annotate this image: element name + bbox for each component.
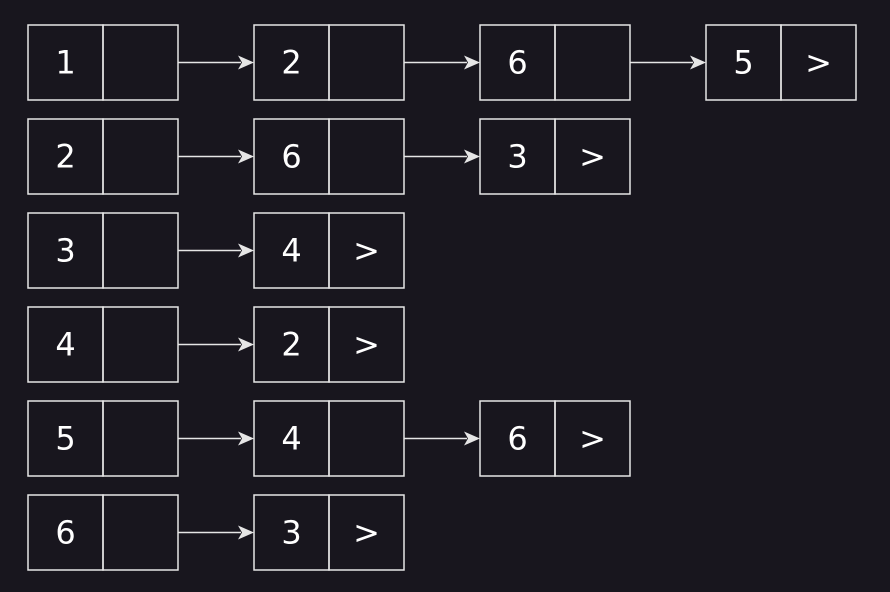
pointer-cell — [554, 24, 631, 101]
node-value: 6 — [507, 420, 527, 458]
pointer-cell — [780, 24, 857, 101]
list-node: 4 — [253, 400, 405, 477]
pointer-cell — [328, 212, 405, 289]
pointer-cell — [554, 118, 631, 195]
node-value: 3 — [55, 232, 75, 270]
list-node: 6 — [479, 24, 631, 101]
next-pointer-arrow — [404, 431, 480, 446]
head-node: 5 — [27, 400, 179, 477]
null-pointer-marker: > — [353, 326, 380, 364]
pointer-cell — [102, 24, 179, 101]
null-pointer-marker: > — [353, 514, 380, 552]
list-node: 3> — [253, 494, 405, 571]
node-value: 4 — [55, 326, 75, 364]
node-value: 5 — [55, 420, 75, 458]
list-node: 5> — [705, 24, 857, 101]
head-node: 3 — [27, 212, 179, 289]
pointer-cell — [102, 212, 179, 289]
pointer-cell — [328, 494, 405, 571]
list-node: 2> — [253, 306, 405, 383]
node-value: 2 — [281, 44, 301, 82]
next-pointer-arrow — [178, 149, 254, 164]
null-pointer-marker: > — [353, 232, 380, 270]
null-pointer-marker: > — [805, 44, 832, 82]
list-node: 4> — [253, 212, 405, 289]
next-pointer-arrow — [404, 55, 480, 70]
null-pointer-marker: > — [579, 138, 606, 176]
next-pointer-arrow — [178, 55, 254, 70]
node-value: 4 — [281, 420, 301, 458]
node-value: 4 — [281, 232, 301, 270]
list-node: 6> — [479, 400, 631, 477]
pointer-cell — [102, 400, 179, 477]
pointer-cell — [554, 400, 631, 477]
node-value: 2 — [55, 138, 75, 176]
node-value: 1 — [55, 44, 75, 82]
next-pointer-arrow — [404, 149, 480, 164]
list-node: 6 — [253, 118, 405, 195]
pointer-cell — [102, 118, 179, 195]
null-pointer-marker: > — [579, 420, 606, 458]
head-node: 6 — [27, 494, 179, 571]
list-node: 3> — [479, 118, 631, 195]
pointer-cell — [328, 24, 405, 101]
pointer-cell — [102, 494, 179, 571]
pointer-cell — [102, 306, 179, 383]
next-pointer-arrow — [630, 55, 706, 70]
list-node: 2 — [253, 24, 405, 101]
node-value: 3 — [507, 138, 527, 176]
node-value: 6 — [507, 44, 527, 82]
pointer-cell — [328, 306, 405, 383]
pointer-cell — [328, 400, 405, 477]
next-pointer-arrow — [178, 431, 254, 446]
node-value: 6 — [281, 138, 301, 176]
head-node: 2 — [27, 118, 179, 195]
node-value: 6 — [55, 514, 75, 552]
next-pointer-arrow — [178, 243, 254, 258]
node-value: 3 — [281, 514, 301, 552]
next-pointer-arrow — [178, 525, 254, 540]
node-value: 5 — [733, 44, 753, 82]
head-node: 1 — [27, 24, 179, 101]
head-node: 4 — [27, 306, 179, 383]
next-pointer-arrow — [178, 337, 254, 352]
pointer-cell — [328, 118, 405, 195]
node-value: 2 — [281, 326, 301, 364]
